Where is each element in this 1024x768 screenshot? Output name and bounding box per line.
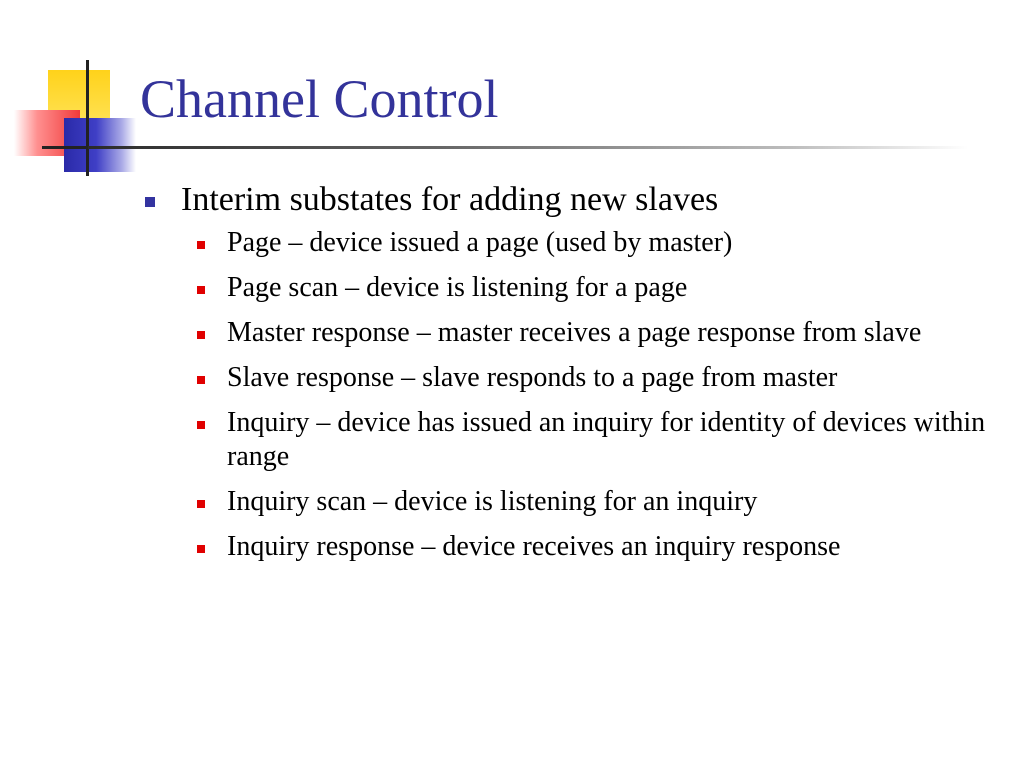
sub-bullet-text: Inquiry scan – device is listening for a…: [227, 486, 758, 517]
square-bullet-icon: [197, 421, 205, 429]
square-bullet-icon: [197, 241, 205, 249]
main-bullet-text: Interim substates for adding new slaves: [181, 181, 719, 218]
square-bullet-icon: [145, 197, 155, 207]
title-underline: [88, 146, 968, 149]
square-bullet-icon: [197, 500, 205, 508]
square-bullet-icon: [197, 545, 205, 553]
blue-square: [64, 118, 136, 172]
sub-bullet-page: Page – device issued a page (used by mas…: [197, 226, 993, 260]
sub-bullet-text: Master response – master receives a page…: [227, 317, 922, 348]
vertical-line: [86, 60, 89, 176]
main-bullet-point: Interim substates for adding new slaves: [143, 180, 993, 220]
square-bullet-icon: [197, 376, 205, 384]
slide-title: Channel Control: [140, 69, 499, 129]
sub-bullet-master-response: Master response – master receives a page…: [197, 316, 993, 350]
slide-content: Interim substates for adding new slaves …: [143, 180, 993, 575]
sub-bullet-text: Inquiry – device has issued an inquiry f…: [227, 407, 986, 472]
square-bullet-icon: [197, 286, 205, 294]
decorative-logo: [0, 0, 150, 190]
sub-bullet-list: Page – device issued a page (used by mas…: [143, 226, 993, 564]
sub-bullet-page-scan: Page scan – device is listening for a pa…: [197, 271, 993, 305]
sub-bullet-slave-response: Slave response – slave responds to a pag…: [197, 361, 993, 395]
sub-bullet-text: Inquiry response – device receives an in…: [227, 531, 841, 562]
square-bullet-icon: [197, 331, 205, 339]
sub-bullet-inquiry-response: Inquiry response – device receives an in…: [197, 530, 993, 564]
sub-bullet-inquiry-scan: Inquiry scan – device is listening for a…: [197, 485, 993, 519]
sub-bullet-inquiry: Inquiry – device has issued an inquiry f…: [197, 406, 993, 474]
sub-bullet-text: Page scan – device is listening for a pa…: [227, 272, 688, 303]
sub-bullet-text: Page – device issued a page (used by mas…: [227, 227, 733, 258]
sub-bullet-text: Slave response – slave responds to a pag…: [227, 362, 838, 393]
